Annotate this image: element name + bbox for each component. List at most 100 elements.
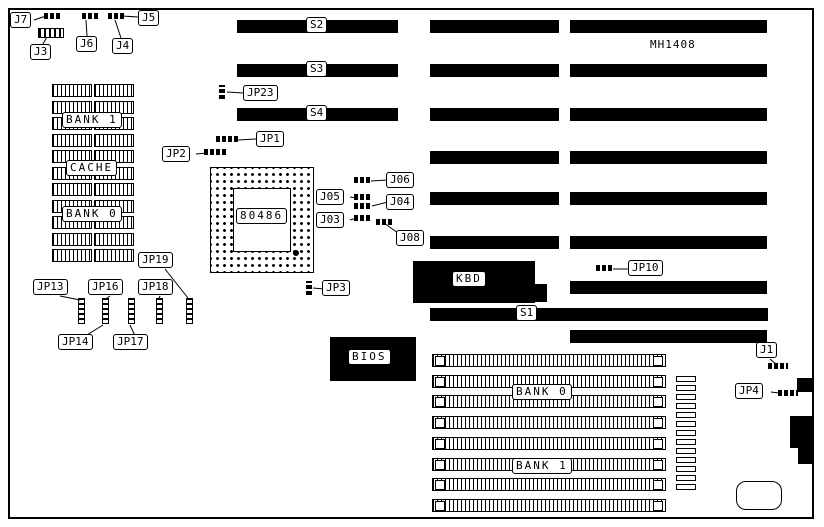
simm-socket	[432, 354, 666, 367]
power-pin	[676, 439, 696, 445]
callout-j08: J08	[396, 230, 424, 246]
isa-slot-segment	[430, 236, 559, 249]
isa-slot-segment	[430, 20, 559, 33]
callout-jp4: JP4	[735, 383, 763, 399]
cpu-pin1-dot	[293, 250, 299, 256]
callout-jp1: JP1	[256, 131, 284, 147]
label-simm-bank1: BANK 1	[512, 458, 572, 474]
jumper-jp13	[78, 298, 85, 324]
callout-jp19: JP19	[138, 252, 173, 268]
label-bios: BIOS	[348, 349, 391, 365]
callout-j05: J05	[316, 189, 344, 205]
isa-slot-segment	[570, 20, 767, 33]
board-model-text: MH1408	[650, 38, 696, 51]
jumper-jp10	[596, 265, 612, 271]
jumper-jp3	[306, 281, 312, 295]
jumper-jp4	[778, 390, 798, 396]
power-pin	[676, 466, 696, 472]
isa-slot-segment	[430, 192, 559, 205]
isa-slot-segment	[430, 64, 559, 77]
power-connector	[676, 376, 696, 490]
isa-slot-segment	[430, 108, 559, 121]
power-pin	[676, 394, 696, 400]
label-slot-s1: S1	[516, 305, 538, 321]
jumper-jp23	[219, 85, 225, 99]
jumper-j05	[354, 194, 370, 200]
power-pin	[676, 430, 696, 436]
jumper-j5	[108, 13, 124, 19]
isa-slot-segment	[570, 281, 767, 294]
callout-j1: J1	[756, 342, 778, 358]
isa-slot-segment	[570, 151, 767, 164]
isa-slot-segment	[570, 64, 767, 77]
label-cache-bank0: BANK 0	[62, 206, 122, 222]
label-kbd: KBD	[452, 271, 486, 287]
jumper-jp19	[186, 298, 193, 324]
sram-chip	[94, 84, 134, 97]
label-simm-bank0: BANK 0	[512, 384, 572, 400]
isa-slot-segment	[570, 330, 767, 343]
simm-socket	[432, 478, 666, 492]
jumper-jp2	[204, 149, 226, 155]
jumper-j08	[376, 219, 392, 225]
jumper-jp1	[216, 136, 238, 142]
callout-j5: J5	[138, 10, 160, 26]
jumper-jp17	[128, 298, 135, 324]
simm-bank-area	[432, 354, 666, 512]
edge-connector-small	[797, 378, 812, 392]
label-slot-s4: S4	[306, 105, 328, 121]
kbd-connector-tab	[535, 284, 547, 302]
simm-socket	[432, 416, 666, 430]
sram-chip	[52, 84, 92, 97]
power-pin	[676, 448, 696, 454]
power-pin	[676, 412, 696, 418]
callout-j7: J7	[10, 12, 32, 28]
slot-s1	[430, 308, 768, 321]
isa-slot-segment	[430, 151, 559, 164]
callout-jp18: JP18	[138, 279, 173, 295]
power-pin	[676, 421, 696, 427]
callout-jp17: JP17	[113, 334, 148, 350]
sram-chip	[94, 232, 134, 246]
label-cache: CACHE	[66, 160, 118, 176]
jumper-jp16	[102, 298, 109, 324]
simm-socket	[432, 436, 666, 450]
sram-chip	[52, 249, 92, 262]
power-pin	[676, 475, 696, 481]
sram-chip	[52, 183, 92, 196]
callout-j4: J4	[112, 38, 134, 54]
callout-jp16: JP16	[88, 279, 123, 295]
callout-j3: J3	[30, 44, 52, 60]
jumper-jp18	[156, 298, 163, 324]
power-pin	[676, 385, 696, 391]
callout-j6: J6	[76, 36, 98, 52]
callout-jp23: JP23	[243, 85, 278, 101]
isa-slot-segment	[570, 108, 767, 121]
jumper-j04	[354, 203, 370, 209]
sram-chip	[94, 183, 134, 196]
sram-chip	[52, 232, 92, 246]
isa-slot-segment	[570, 192, 767, 205]
callout-jp3: JP3	[322, 280, 350, 296]
sram-chip	[94, 133, 134, 147]
callout-jp2: JP2	[162, 146, 190, 162]
power-pin	[676, 457, 696, 463]
power-pin	[676, 403, 696, 409]
isa-slot-segment	[570, 236, 767, 249]
jumper-j1	[768, 363, 788, 369]
jumper-j3	[38, 28, 64, 38]
label-cache-bank1: BANK 1	[62, 112, 122, 128]
label-slot-s2: S2	[306, 17, 328, 33]
label-cpu-80486: 80486	[236, 208, 288, 224]
simm-socket	[432, 498, 666, 512]
jumper-j6	[82, 13, 98, 19]
callout-j03: J03	[316, 212, 344, 228]
callout-j06: J06	[386, 172, 414, 188]
edge-connector-lower	[798, 448, 812, 464]
label-slot-s3: S3	[306, 61, 328, 77]
callout-jp10: JP10	[628, 260, 663, 276]
power-pin	[676, 376, 696, 382]
keyboard-din-connector	[790, 416, 812, 448]
callout-j04: J04	[386, 194, 414, 210]
